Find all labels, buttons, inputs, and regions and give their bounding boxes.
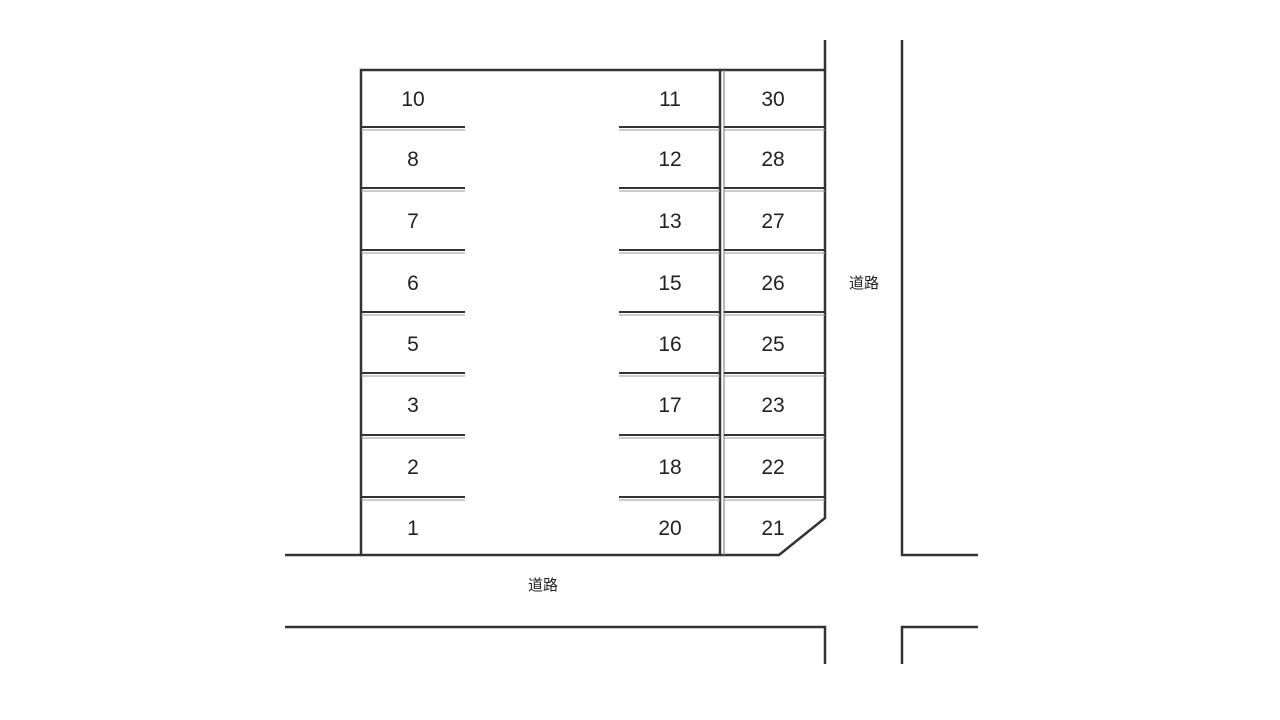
stall-number: 17: [658, 394, 681, 417]
stall-number: 27: [761, 210, 784, 233]
stall-number: 22: [761, 456, 784, 479]
column-divider: [718, 70, 725, 555]
road-edge-right-outer: [900, 40, 978, 557]
middle-column: 11 12 13 15 16 17 18 20: [658, 88, 681, 540]
right-column: 30 28 27 26 25 23 22 21: [761, 88, 784, 540]
stall-number: 12: [658, 148, 681, 171]
left-column: 10 8 7 6 5 3 2 1: [401, 88, 424, 540]
lot-boundary: [359, 68, 827, 557]
stall-number: 3: [407, 394, 419, 417]
stall-number: 11: [659, 88, 681, 111]
stall-number: 6: [407, 272, 419, 295]
stall-number: 28: [761, 148, 784, 171]
stall-number: 13: [658, 210, 681, 233]
stall-number: 16: [658, 333, 681, 356]
road-label-right: 道路: [849, 274, 879, 292]
stall-number: 10: [401, 88, 424, 111]
stall-number: 25: [761, 333, 784, 356]
stall-number: 7: [407, 210, 419, 233]
stall-number: 26: [761, 272, 784, 295]
stall-number: 21: [761, 517, 784, 540]
stall-number: 8: [407, 148, 419, 171]
stall-number: 5: [407, 333, 419, 356]
stall-number: 20: [658, 517, 681, 540]
road-edge-corner-lower: [900, 625, 978, 664]
road-edge-bottom-lower: [285, 625, 827, 664]
stall-number: 30: [761, 88, 784, 111]
stall-dividers: [361, 126, 825, 501]
stall-number: 18: [658, 456, 681, 479]
stall-number: 23: [761, 394, 784, 417]
road-label-bottom: 道路: [528, 576, 558, 594]
stall-number: 1: [407, 517, 419, 540]
road-edges: [285, 40, 978, 664]
stall-number: 2: [407, 456, 419, 479]
stall-number: 15: [658, 272, 681, 295]
